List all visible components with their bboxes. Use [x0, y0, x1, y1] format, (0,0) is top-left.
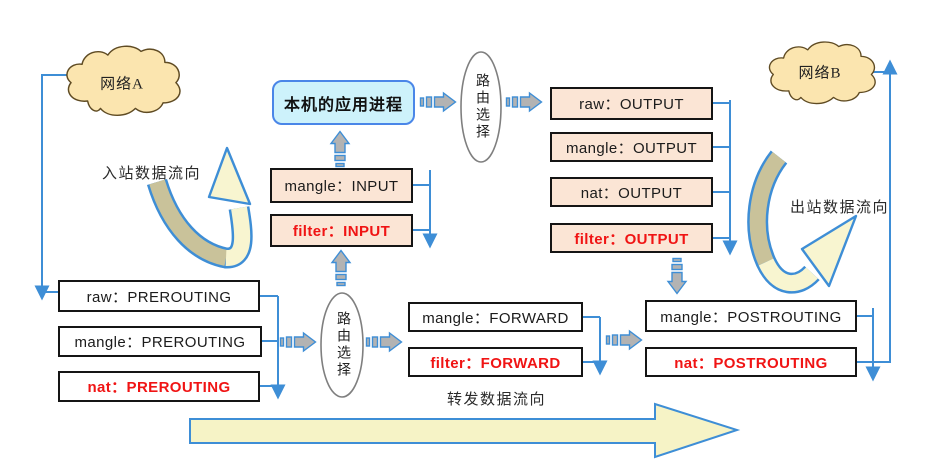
chain-box-nat-postrouting: nat：POSTROUTING: [645, 347, 857, 377]
arrow-input-to-process: [330, 130, 350, 168]
routing-ellipses: [320, 51, 502, 398]
forward-flow-label: 转发数据流向: [447, 391, 547, 408]
chain-box-nat-output: nat：OUTPUT: [550, 177, 713, 207]
chain-box-mangle-output: mangle：OUTPUT: [550, 132, 713, 162]
chain-box-filter-forward: filter：FORWARD: [408, 347, 583, 377]
inbound-curved-arrow: [146, 146, 253, 269]
chain-box-raw-prerouting: raw：PREROUTING: [58, 280, 260, 312]
chain-box-mangle-forward: mangle：FORWARD: [408, 302, 583, 332]
chain-box-raw-output: raw：OUTPUT: [550, 87, 713, 120]
cloud-b-shape: [768, 41, 876, 105]
chain-box-nat-prerouting: nat：PREROUTING: [58, 371, 260, 402]
network-a-inbound-line: [34, 74, 70, 301]
chain-box-mangle-input: mangle：INPUT: [270, 168, 413, 203]
chain-box-mangle-prerouting: mangle：PREROUTING: [58, 326, 262, 357]
chain-box-filter-input: filter：INPUT: [270, 214, 413, 247]
routing-label-bottom: 路由选择: [335, 311, 350, 379]
arrow-routing-to-forward: [365, 332, 403, 352]
network-a-label: 网络A: [100, 76, 144, 93]
arrow-routing-to-input: [331, 249, 351, 287]
network-b-outbound-line: [857, 59, 898, 363]
outbound-flow-label: 出站数据流向: [790, 199, 890, 216]
arrow-process-to-routing: [419, 92, 457, 112]
connector-lines: [34, 59, 898, 400]
routing-label-top: 路由选择: [474, 73, 489, 141]
routing-ellipse-top: [460, 51, 502, 163]
cloud-shapes: [66, 41, 876, 117]
arrow-prerouting-to-routing: [279, 332, 317, 352]
arrow-output-to-postrouting: [667, 257, 687, 295]
outbound-curved-arrow: [747, 150, 858, 294]
routing-ellipse-bottom: [320, 292, 364, 398]
network-b-label: 网络B: [798, 65, 842, 82]
chain-box-mangle-postrouting: mangle：POSTROUTING: [645, 300, 857, 332]
arrow-routing-to-output: [505, 92, 543, 112]
cloud-a-shape: [66, 45, 181, 117]
inbound-flow-label: 入站数据流向: [102, 165, 202, 182]
arrow-forward-to-postrouting: [605, 330, 643, 350]
forward-flow-big-arrow: [189, 402, 741, 459]
local-process-box: 本机的应用进程: [272, 80, 415, 125]
chain-box-filter-output: filter：OUTPUT: [550, 223, 713, 253]
